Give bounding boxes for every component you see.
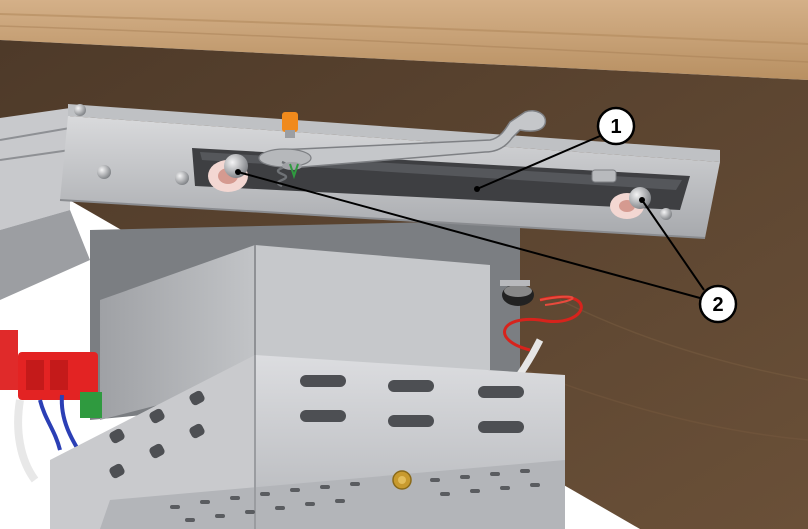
terminal-block-area xyxy=(0,330,102,483)
mounting-screw-right xyxy=(610,187,651,219)
blue-wire xyxy=(38,399,62,451)
callout-badge-2: 2 xyxy=(698,284,738,324)
rivet xyxy=(660,208,672,220)
bracket-top-face xyxy=(68,104,720,162)
side-rail xyxy=(0,108,90,300)
callout-label-1: 1 xyxy=(610,116,621,138)
perforated-cover xyxy=(50,355,565,529)
callout-badge-1: 1 xyxy=(596,106,636,146)
leader-line-2a xyxy=(237,171,701,299)
leader-line-1 xyxy=(476,135,601,190)
rivet xyxy=(74,104,86,116)
mounting-screw-left xyxy=(208,154,248,192)
callout-label-2: 2 xyxy=(712,294,723,316)
red-wire xyxy=(503,295,583,352)
rivet xyxy=(175,171,189,185)
orange-knob-icon xyxy=(282,112,298,132)
callout-leaders xyxy=(237,135,705,299)
housing-side-panel xyxy=(255,245,490,380)
leader-line-2b xyxy=(641,199,705,291)
rivet xyxy=(97,165,111,179)
cover-bottom-face xyxy=(100,460,565,529)
latch-lever xyxy=(258,110,617,188)
